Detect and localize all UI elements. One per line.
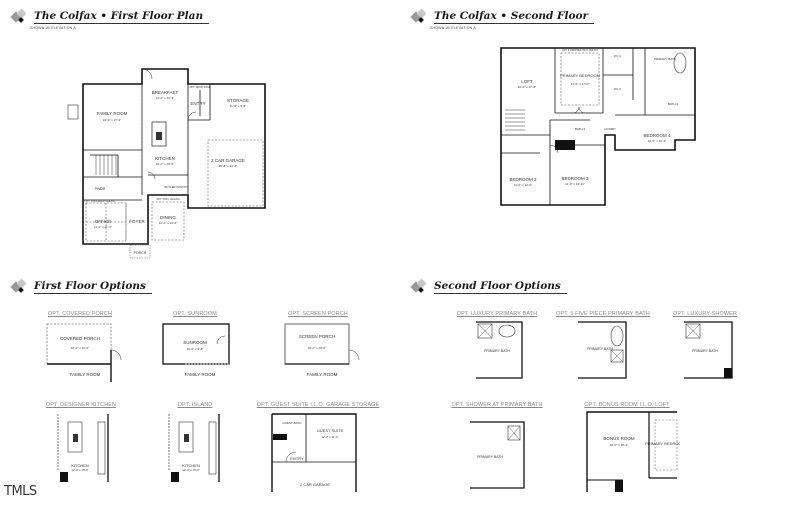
opt-island-label: OPT. ISLAND — [177, 402, 213, 408]
svg-text:SUNROOM: SUNROOM — [183, 340, 207, 345]
family-room-label: FAMILY ROOM — [97, 111, 128, 116]
opt-guest-suite-plan: GUEST BATH GUEST SUITE 12'-7" x 11'-0" E… — [271, 413, 357, 492]
loft-size: 16'-0" x 17'-8" — [518, 85, 536, 89]
svg-text:16'-0" x 10'-0": 16'-0" x 10'-0" — [71, 346, 89, 350]
svg-text:12'-0" x 15'-9": 12'-0" x 15'-9" — [71, 468, 88, 472]
svg-text:PRIMARY BATH: PRIMARY BATH — [484, 349, 510, 353]
tmls-watermark: TMLS — [4, 484, 37, 499]
opt-bonus-room-plan: BONUS ROOM 16'-0" x 15'-4" PRIMARY BEDRO… — [586, 411, 680, 492]
svg-text:KITCHEN: KITCHEN — [71, 463, 89, 468]
primary-bedroom-label: PRIMARY BEDROOM — [560, 73, 600, 78]
tray-ceiling-label: OPT. TRAY CEILING — [156, 198, 179, 201]
svg-text:16'-0" x 10'-0": 16'-0" x 10'-0" — [308, 346, 326, 350]
coffered-ceiling-label: OPT. COFFERED CEILING — [85, 200, 116, 203]
svg-text:16'-0" x 9'-8": 16'-0" x 9'-8" — [187, 347, 204, 351]
diamond-bullet-icon — [410, 8, 430, 24]
second-floor-title: The Colfax • Second Floor — [410, 8, 595, 24]
second-floor-options-title: Second Floor Options — [410, 278, 567, 294]
foyer-label: FOYER — [129, 219, 145, 224]
kitchen-label: KITCHEN — [155, 156, 175, 161]
second-floor-plan: LOFT 16'-0" x 17'-8" PRIMARY BEDROOM 14'… — [500, 47, 696, 206]
svg-text:12'-0" x 15'-9": 12'-0" x 15'-9" — [182, 468, 199, 472]
garage-label: 2 CAR GARAGE — [211, 158, 245, 163]
bedroom2-size: 11'-6" x 12'-9" — [514, 183, 532, 187]
svg-text:ENTRY: ENTRY — [290, 456, 304, 461]
entry-label: ENTRY — [190, 101, 205, 106]
opt-shower-primary-bath-plan: PRIMARY BATH — [470, 421, 525, 489]
powder-label: PWDR — [95, 187, 106, 191]
wic-label-2: W.I.C. — [614, 87, 622, 91]
first-floor-title: The Colfax • First Floor Plan — [10, 8, 210, 24]
dining-label: DINING — [160, 215, 176, 220]
laundry-label: LAUNDRY — [604, 128, 616, 131]
svg-text:SCREEN PORCH: SCREEN PORCH — [299, 334, 335, 339]
bedroom3-label: BEDROOM 3 — [561, 176, 589, 181]
dining-size: 12'-0" x 13'-6" — [159, 221, 177, 225]
first-floor-subtitle: SHOWN W/ ELEVATION A — [30, 26, 76, 30]
bedroom4-label: BEDROOM 4 — [643, 133, 671, 138]
opt-covered-porch-label: OPT. COVERED PORCH — [47, 311, 113, 317]
opt-screen-porch-plan: SCREEN PORCH 16'-0" x 10'-0" FAMILY ROOM — [284, 323, 360, 377]
diamond-bullet-icon — [10, 278, 30, 294]
opt-designer-kitchen-label: OPT. DESIGNER KITCHEN — [45, 402, 117, 408]
svg-text:16'-0" x 15'-4": 16'-0" x 15'-4" — [610, 443, 628, 447]
dropped-tray-label: OPT. 2' DROPPED TRAY CEILING — [562, 49, 598, 52]
diamond-bullet-icon — [410, 278, 430, 294]
opt-designer-kitchen-plan: KITCHEN 12'-0" x 15'-9" — [57, 414, 109, 482]
breakfast-size: 12'-0" x 10'-3" — [156, 96, 174, 100]
porch-label: PORCH — [134, 251, 147, 255]
second-floor-subtitle: SHOWN W/ ELEVATION A — [430, 26, 476, 30]
opt-luxury-shower-label: OPT. LUXURY SHOWER — [673, 311, 737, 317]
svg-text:12'-7" x 11'-0": 12'-7" x 11'-0" — [322, 435, 339, 439]
svg-text:PRIMARY BATH: PRIMARY BATH — [477, 455, 503, 459]
pantry-label: BUTLER PANTRY — [165, 185, 188, 189]
first-floor-options-title: First Floor Options — [10, 278, 152, 294]
wic-label-1: W.I.C. — [614, 54, 622, 58]
opt-shower-primary-bath-label: OPT. SHOWER AT PRIMARY BATH — [451, 402, 543, 408]
svg-text:KITCHEN: KITCHEN — [182, 463, 200, 468]
first-floor-plan: FAMILY ROOM 16'-9" x 17'-9" BREAKFAST 12… — [67, 68, 266, 259]
svg-text:PRIMARY BATH: PRIMARY BATH — [587, 347, 613, 351]
svg-text:BONUS ROOM: BONUS ROOM — [603, 436, 635, 441]
svg-text:COVERED PORCH: COVERED PORCH — [60, 336, 100, 341]
opt-luxury-primary-bath-label: OPT. LUXURY PRIMARY BATH — [456, 311, 538, 317]
svg-text:FAMILY ROOM: FAMILY ROOM — [185, 372, 216, 377]
opt-covered-porch-plan: COVERED PORCH 16'-0" x 10'-0" FAMILY ROO… — [46, 323, 122, 382]
opt-five-piece-bath-plan: PRIMARY BATH — [578, 321, 627, 379]
svg-text:GUEST BATH: GUEST BATH — [283, 421, 302, 425]
office-label: OFFICE — [95, 219, 112, 224]
diamond-bullet-icon — [10, 8, 30, 24]
svg-text:GUEST SUITE: GUEST SUITE — [317, 428, 344, 433]
opt-sunroom-plan: SUNROOM 16'-0" x 9'-8" FAMILY ROOM — [162, 323, 230, 377]
opt-island-plan: KITCHEN 12'-0" x 15'-9" — [168, 414, 220, 482]
kitchen-size: 12'-0" x 15'-9" — [156, 162, 174, 166]
svg-text:2 CAR GARAGE: 2 CAR GARAGE — [300, 482, 330, 487]
breakfast-label: BREAKFAST — [152, 90, 179, 95]
svg-text:PRIMARY BEDROOM: PRIMARY BEDROOM — [645, 441, 680, 446]
bedroom4-size: 14'-0" x 12'-4" — [648, 139, 666, 143]
opt-screen-porch-label: OPT. SCREEN PORCH — [288, 311, 348, 317]
bedroom2-label: BEDROOM 2 — [509, 177, 537, 182]
opt-bonus-room-label: OPT. BONUS ROOM I.L.O. LOFT — [584, 402, 670, 408]
primary-bedroom-size: 14'-0" x 17'-0" — [571, 82, 589, 86]
primary-bath-label: PRIMARY BATH — [654, 57, 676, 61]
storage-label: STORAGE — [227, 98, 249, 103]
loft-label: LOFT — [521, 79, 533, 84]
opt-sunroom-label: OPT. SUNROOM — [173, 311, 217, 317]
opt-luxury-primary-bath-plan: PRIMARY BATH — [476, 321, 523, 379]
svg-text:FAMILY ROOM: FAMILY ROOM — [70, 372, 101, 377]
opt-five-piece-bath-label: OPT. 5 FIVE PIECE PRIMARY BATH — [556, 311, 650, 317]
opt-luxury-shower-plan: PRIMARY BATH — [684, 321, 733, 379]
drop-zone-label: OPT. DROP ZONE — [189, 86, 210, 89]
opt-guest-suite-label: OPT. GUEST SUITE I.L.O. GARAGE STORAGE — [256, 402, 380, 408]
svg-text:FAMILY ROOM: FAMILY ROOM — [307, 372, 338, 377]
bath2-label: BATH 2 — [668, 102, 679, 106]
bath3-label: BATH 3 — [575, 127, 586, 131]
storage-size: 11'-6" x 3'-8" — [230, 104, 247, 108]
office-size: 11'-0" x 11'-3" — [94, 225, 112, 229]
bedroom3-size: 11'-0" x 13'-11" — [565, 182, 585, 186]
family-room-size: 16'-9" x 17'-9" — [103, 118, 121, 122]
garage-size: 20'-8" x 22'-8" — [219, 164, 237, 168]
svg-text:PRIMARY BATH: PRIMARY BATH — [692, 349, 718, 353]
